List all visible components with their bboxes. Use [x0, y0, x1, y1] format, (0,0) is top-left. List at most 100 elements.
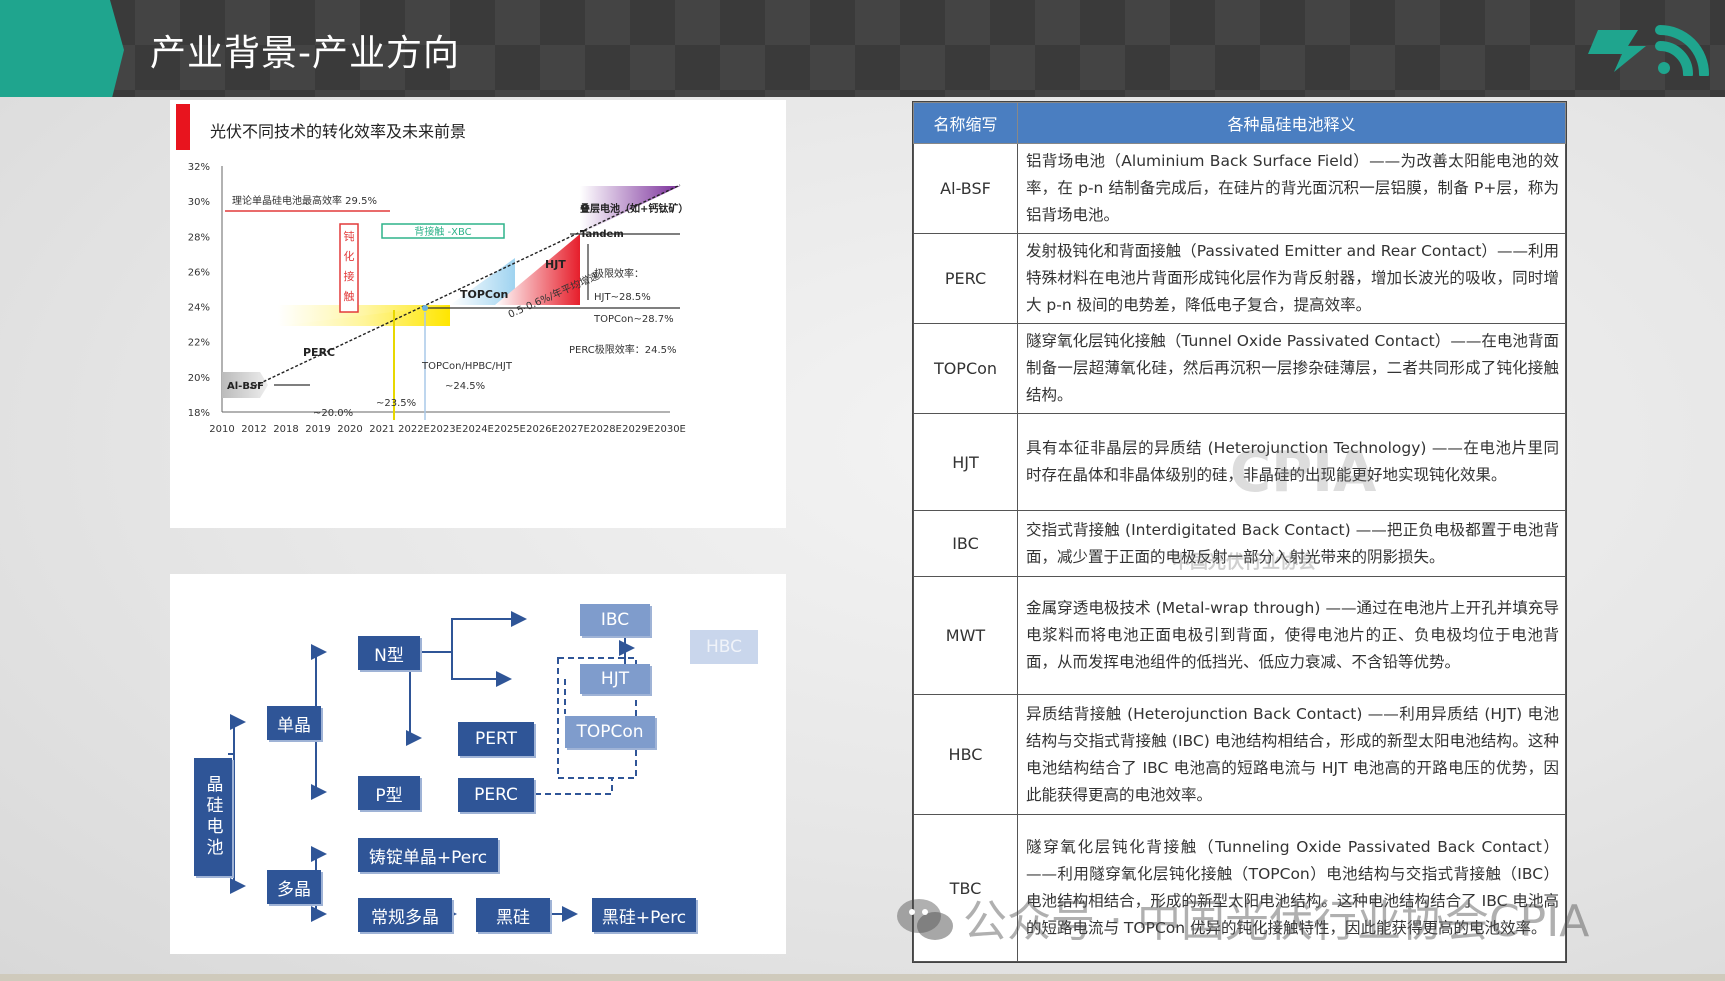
passivation-char-3: 接: [344, 270, 355, 283]
y-tick-label: 26%: [188, 267, 210, 278]
row-desc: 发射极钝化和背面接触（Passivated Emitter and Rear C…: [1017, 233, 1566, 324]
row-abbr: Al-BSF: [913, 143, 1018, 234]
table-row: TOPCon 隧穿氧化层钝化接触（Tunnel Oxide Passivated…: [913, 323, 1566, 414]
node-pert: PERT: [458, 722, 534, 756]
tandem-region: [580, 186, 680, 234]
node-crystalline-si: 晶硅电池: [194, 758, 232, 876]
node-topcon: TOPCon: [565, 716, 655, 748]
node-cast-mono-perc: 铸锭单晶+Perc: [358, 838, 498, 872]
v20-label: ~20.0%: [313, 408, 353, 419]
topcon-region: [450, 258, 515, 305]
y-tick-label: 24%: [188, 303, 210, 314]
hpbc-label: TOPCon/HPBC/HJT: [421, 361, 513, 372]
theory-label: 理论单晶硅电池最高效率 29.5%: [232, 194, 377, 207]
y-tick-label: 18%: [188, 408, 210, 419]
efficiency-chart-panel: 光伏不同技术的转化效率及未来前景 32%30%28%26%24%22%20%18…: [170, 100, 786, 528]
row-desc: 隧穿氧化层钝化接触（Tunnel Oxide Passivated Contac…: [1017, 323, 1566, 414]
y-tick-label: 22%: [188, 338, 210, 349]
row-desc: 具有本征非晶层的异质结 (Heterojunction Technology) …: [1017, 413, 1566, 511]
table-row: PERC 发射极钝化和背面接触（Passivated Emitter and R…: [913, 233, 1566, 324]
x-tick-label: 2027E: [558, 424, 590, 435]
y-tick-label: 28%: [188, 232, 210, 243]
x-tick-label: 2026E: [526, 424, 558, 435]
y-tick-label: 30%: [188, 197, 210, 208]
tandem-label: Tandem: [580, 229, 624, 240]
cpia-logo-watermark: CPIA: [1230, 440, 1377, 505]
limit-hjt-label: HJT~28.5%: [594, 292, 651, 303]
header-abbr: 名称缩写: [913, 102, 1018, 144]
node-perc: PERC: [458, 778, 534, 812]
bottom-bar: [0, 974, 1725, 981]
row-abbr: HBC: [913, 694, 1018, 815]
row-desc: 金属穿透电极技术 (Metal-wrap through) ——通过在电池片上开…: [1017, 576, 1566, 695]
perc-region-fill: [278, 305, 450, 326]
row-desc: 隧穿氧化层钝化背接触（Tunneling Oxide Passivated Ba…: [1017, 814, 1566, 962]
table-row: MWT 金属穿透电极技术 (Metal-wrap through) ——通过在电…: [913, 576, 1566, 695]
x-tick-label: 2024E: [462, 424, 494, 435]
x-tick-label: 2028E: [590, 424, 622, 435]
passivation-box: [339, 223, 359, 313]
row-desc: 交指式背接触 (Interdigitated Back Contact) ——把…: [1017, 510, 1566, 577]
cell-definitions-table: 名称缩写 各种晶硅电池释义 Al-BSF 铝背场电池（Aluminium Bac…: [912, 101, 1567, 963]
chart-title-marker: [176, 104, 190, 150]
hjt-region: [495, 234, 580, 305]
limit-title-label: 极限效率：: [594, 267, 644, 280]
node-black-si-perc: 黑硅+Perc: [592, 898, 696, 932]
row-abbr: IBC: [913, 510, 1018, 577]
passivation-char-1: 钝: [344, 229, 355, 243]
node-mono: 单晶: [267, 706, 321, 740]
x-tick-label: 2012: [241, 424, 266, 435]
node-multi: 多晶: [267, 870, 321, 904]
row-abbr: PERC: [913, 233, 1018, 324]
wechat-icon: [895, 896, 955, 953]
chart-title: 光伏不同技术的转化效率及未来前景: [210, 122, 467, 141]
x-tick-label: 2022E: [398, 424, 430, 435]
node-regular-multi: 常规多晶: [358, 898, 452, 932]
node-hbc: HBC: [690, 630, 758, 664]
limit-topcon-label: TOPCon~28.7%: [593, 314, 674, 325]
node-hjt: HJT: [580, 664, 650, 694]
efficiency-trend-line: [249, 184, 681, 389]
header-desc: 各种晶硅电池释义: [1017, 102, 1566, 144]
table-header-row: 名称缩写 各种晶硅电池释义: [913, 102, 1566, 144]
v235-label: ~23.5%: [376, 398, 416, 409]
cpia-logo-subtitle: 中国光伏行业协会: [1172, 552, 1316, 573]
header-bar: 产业背景-产业方向: [0, 0, 1725, 97]
x-tick-label: 2019: [305, 424, 330, 435]
table-row: Al-BSF 铝背场电池（Aluminium Back Surface Fiel…: [913, 143, 1566, 234]
x-tick-label: 2020: [337, 424, 362, 435]
table-row: TBC 隧穿氧化层钝化背接触（Tunneling Oxide Passivate…: [913, 814, 1566, 962]
node-black-si: 黑硅: [476, 898, 550, 932]
hpbc-val-label: ~24.5%: [445, 381, 485, 392]
table-row: HBC 异质结背接触 (Heterojunction Back Contact)…: [913, 694, 1566, 815]
perc-limit-point: [422, 305, 428, 311]
header-accent-shape: [0, 0, 124, 97]
cell-tech-tree-panel: 晶硅电池 单晶 多晶 N型 P型 IBC HJT TOPCon HBC PERT…: [170, 574, 786, 954]
xbc-label: 背接触 -XBC: [414, 225, 471, 238]
brand-logo-icon: [1588, 25, 1709, 76]
x-tick-label: 2029E: [622, 424, 654, 435]
xbc-box: [381, 223, 505, 239]
hjt-label: HJT: [545, 258, 566, 271]
y-tick-label: 32%: [188, 162, 210, 173]
passivation-char-2: 化: [344, 249, 355, 263]
tandem-cn-label: 叠层电池（如+钙钛矿）: [580, 202, 688, 215]
x-tick-label: 2021: [369, 424, 394, 435]
al-bsf-marker: [222, 372, 268, 398]
x-tick-label: 2023E: [430, 424, 462, 435]
x-tick-label: 2030E: [654, 424, 686, 435]
x-tick-label: 2018: [273, 424, 298, 435]
topcon-label: TOPCon: [460, 288, 508, 301]
x-tick-label: 2010: [209, 424, 234, 435]
node-p-type: P型: [358, 776, 420, 810]
row-abbr: HJT: [913, 413, 1018, 511]
row-desc: 铝背场电池（Aluminium Back Surface Field）——为改善…: [1017, 143, 1566, 234]
watermark-text: 公众号 · 中国光伏行业协会CPIA: [963, 896, 1590, 947]
perc-limit-label: PERC极限效率：24.5%: [569, 343, 677, 356]
node-n-type: N型: [358, 636, 420, 670]
passivation-char-4: 触: [344, 289, 355, 303]
wechat-watermark: 公众号 · 中国光伏行业协会CPIA: [895, 885, 1589, 953]
al-bsf-label: Al-BSF: [227, 381, 264, 392]
table-row: HJT 具有本征非晶层的异质结 (Heterojunction Technolo…: [913, 413, 1566, 511]
